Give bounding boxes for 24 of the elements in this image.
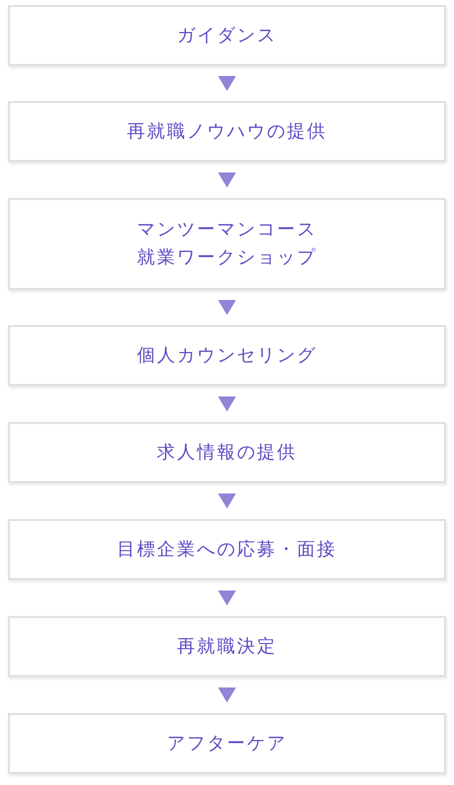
down-arrow <box>218 172 236 188</box>
step-label: 再就職決定 <box>177 634 277 658</box>
process-box <box>8 101 446 162</box>
step-label: アフターケア <box>167 732 287 756</box>
process-box <box>8 616 446 677</box>
process-box <box>8 422 446 483</box>
down-arrow <box>218 590 236 606</box>
step-label: ガイダンス <box>177 24 277 48</box>
down-arrow <box>218 396 236 412</box>
process-box <box>8 325 446 386</box>
down-arrow <box>218 688 236 702</box>
step-label: 就業ワークショップ <box>137 246 317 270</box>
down-arrow <box>218 76 236 91</box>
step-label: 個人カウンセリング <box>137 344 317 368</box>
process-box <box>8 198 446 290</box>
down-arrow <box>218 300 236 315</box>
process-box <box>8 519 446 580</box>
down-arrow <box>218 494 236 508</box>
process-box <box>8 713 446 774</box>
step-label: 求人情報の提供 <box>157 440 297 464</box>
process-box <box>8 5 446 66</box>
step-label: 目標企業への応募・面接 <box>117 538 337 562</box>
step-label: マンツーマンコース <box>137 218 317 242</box>
step-label: 再就職ノウハウの提供 <box>127 120 327 144</box>
